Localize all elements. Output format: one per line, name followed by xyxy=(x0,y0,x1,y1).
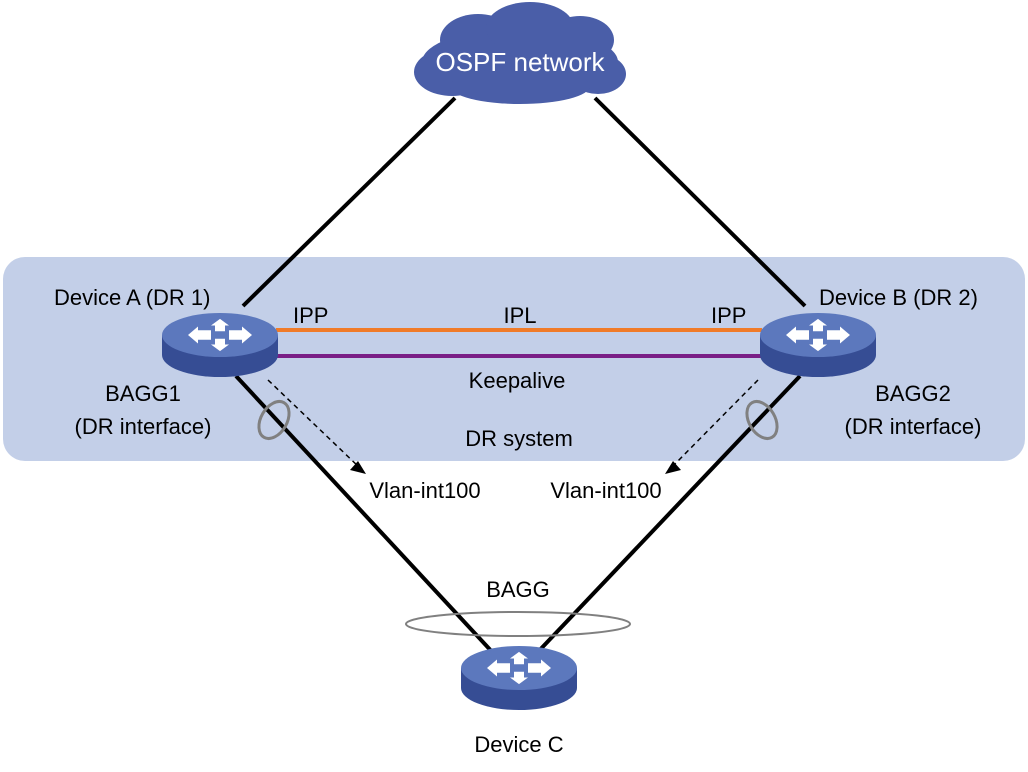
device-b-label: Device B (DR 2) xyxy=(819,285,978,310)
device-a-label: Device A (DR 1) xyxy=(54,285,211,310)
device-c-label: Device C xyxy=(474,732,563,757)
bagg1-role: (DR interface) xyxy=(75,414,212,439)
cloud-label: OSPF network xyxy=(435,47,605,77)
device-b-switch-icon xyxy=(760,313,876,377)
downlink-device-a xyxy=(234,374,497,657)
device-a-switch-icon xyxy=(162,313,278,377)
bagg1-aggregation-ring xyxy=(257,400,291,440)
downlink-device-b xyxy=(533,374,802,657)
device-b-ipp-label: IPP xyxy=(711,303,746,328)
vlan-arrow-b xyxy=(670,379,759,469)
device-a-ipp-label: IPP xyxy=(293,303,328,328)
uplink-device-a xyxy=(241,96,457,308)
vlan-arrow-a xyxy=(267,379,361,469)
ipl-label: IPL xyxy=(503,303,536,328)
keepalive-label: Keepalive xyxy=(469,368,566,393)
vlan-arrow-head-a xyxy=(350,461,366,474)
bagg2-role: (DR interface) xyxy=(845,414,982,439)
cloud-icon xyxy=(414,2,626,104)
device-a-vlan-label: Vlan-int100 xyxy=(369,478,480,503)
uplink-device-b xyxy=(593,96,807,308)
device-c-bagg-label: BAGG xyxy=(486,577,550,602)
bagg2-name: BAGG2 xyxy=(875,381,951,406)
device-c-switch-icon xyxy=(461,646,577,710)
bagg2-aggregation-ring xyxy=(745,400,779,440)
bagg-aggregation-ring xyxy=(405,611,631,637)
dr-system-label: DR system xyxy=(465,426,573,451)
device-b-vlan-label: Vlan-int100 xyxy=(550,478,661,503)
bagg1-name: BAGG1 xyxy=(105,381,181,406)
vlan-arrow-head-b xyxy=(665,461,681,474)
